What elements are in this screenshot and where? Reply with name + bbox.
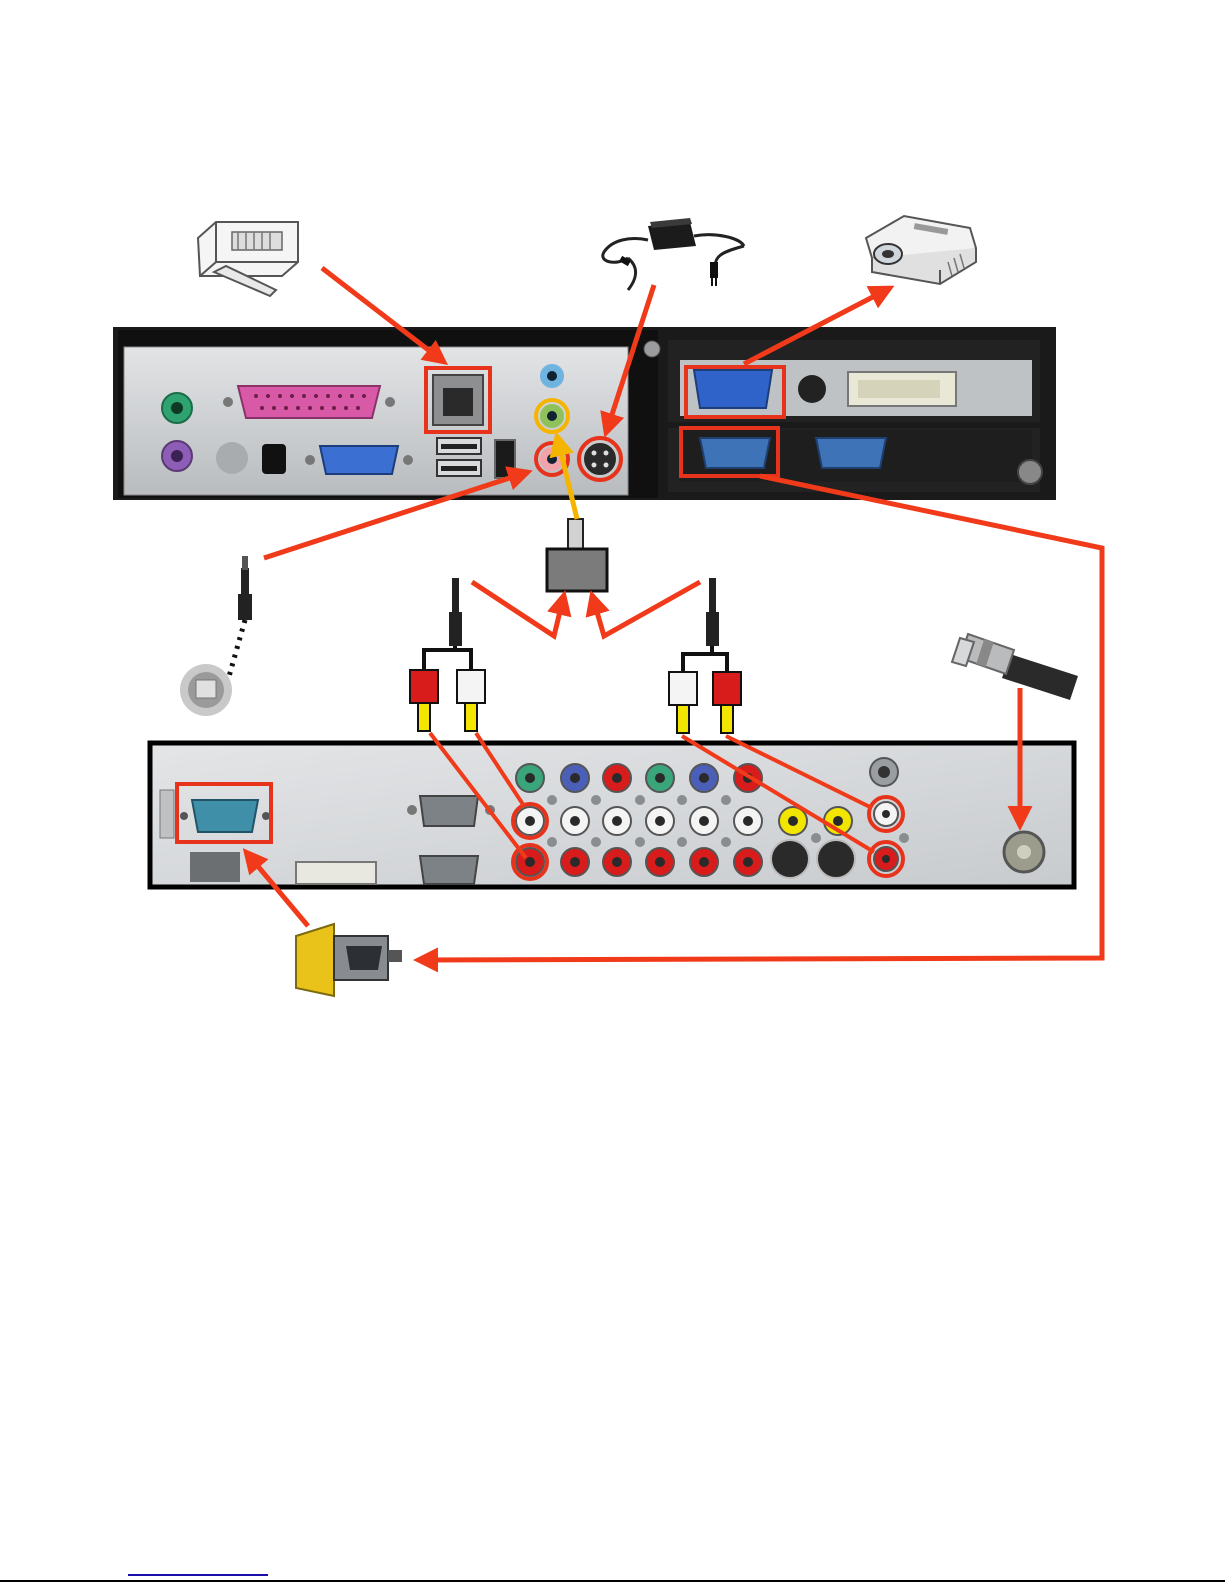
power-adapter-icon	[603, 218, 744, 290]
panel-screw	[811, 833, 821, 843]
panel-screw	[635, 795, 645, 805]
rca-jack-center	[655, 773, 665, 783]
av-dvi-port	[296, 862, 376, 884]
onboard-vga-port	[320, 446, 398, 474]
svideo-out-port	[583, 442, 617, 476]
rca-jack-center	[570, 816, 580, 826]
panel-screw	[547, 837, 557, 847]
rca-jack-center	[699, 773, 709, 783]
rca-jack-center	[612, 857, 622, 867]
rca-breakout-cable-left	[410, 578, 485, 731]
rca-plug-white	[457, 670, 485, 703]
rca-jack-center	[699, 857, 709, 867]
spdif-port	[262, 444, 286, 474]
rca-jack-center	[570, 773, 580, 783]
card-vga-port	[694, 370, 772, 408]
svideo-in-1	[771, 840, 809, 878]
rca-jack-center	[882, 810, 890, 818]
rca-jack-center	[788, 816, 798, 826]
rj45-plug-icon	[198, 222, 298, 296]
footer-link-underline	[128, 1574, 268, 1576]
audio-splitter-icon	[547, 519, 607, 591]
panel-screw	[721, 795, 731, 805]
rca-jack-center	[612, 816, 622, 826]
panel-screw	[677, 795, 687, 805]
rca-jack-center	[525, 773, 535, 783]
panel-screw	[635, 837, 645, 847]
panel-screw	[899, 833, 909, 843]
parallel-port	[238, 386, 380, 418]
panel-screw	[547, 795, 557, 805]
rca-plug-white-2	[669, 672, 697, 705]
rca-jack-center	[525, 816, 535, 826]
rca-plug-red-2	[713, 672, 741, 705]
av-vga-in-2	[420, 856, 478, 884]
av-serial-port	[192, 800, 258, 832]
panel-screw	[677, 837, 687, 847]
panel-screw	[721, 837, 731, 847]
rca-plug-red	[410, 670, 438, 703]
rca-jack-center	[699, 816, 709, 826]
bnc-connector-icon	[952, 634, 1078, 700]
com1-serial-port	[700, 438, 770, 468]
rca-jack-center	[570, 857, 580, 867]
rca-jack-center	[882, 855, 890, 863]
rca-jack-center	[525, 857, 535, 867]
rca-jack-center	[743, 816, 753, 826]
av-vga-in-1	[420, 796, 478, 826]
projector-icon	[866, 216, 976, 284]
rca-jack-center	[833, 816, 843, 826]
rca-jack-center	[655, 816, 665, 826]
audio-jack-icon	[180, 556, 252, 716]
com2-serial-port	[816, 438, 886, 468]
svideo-in-2	[817, 840, 855, 878]
rca-jack-center	[612, 773, 622, 783]
panel-screw	[591, 795, 601, 805]
rca-breakout-cable-right	[669, 578, 741, 733]
serial-adapter-icon	[296, 924, 402, 996]
footer-rule	[0, 1580, 1225, 1582]
panel-screw	[591, 837, 601, 847]
rca-jack-center	[743, 857, 753, 867]
rca-jack-center	[655, 857, 665, 867]
